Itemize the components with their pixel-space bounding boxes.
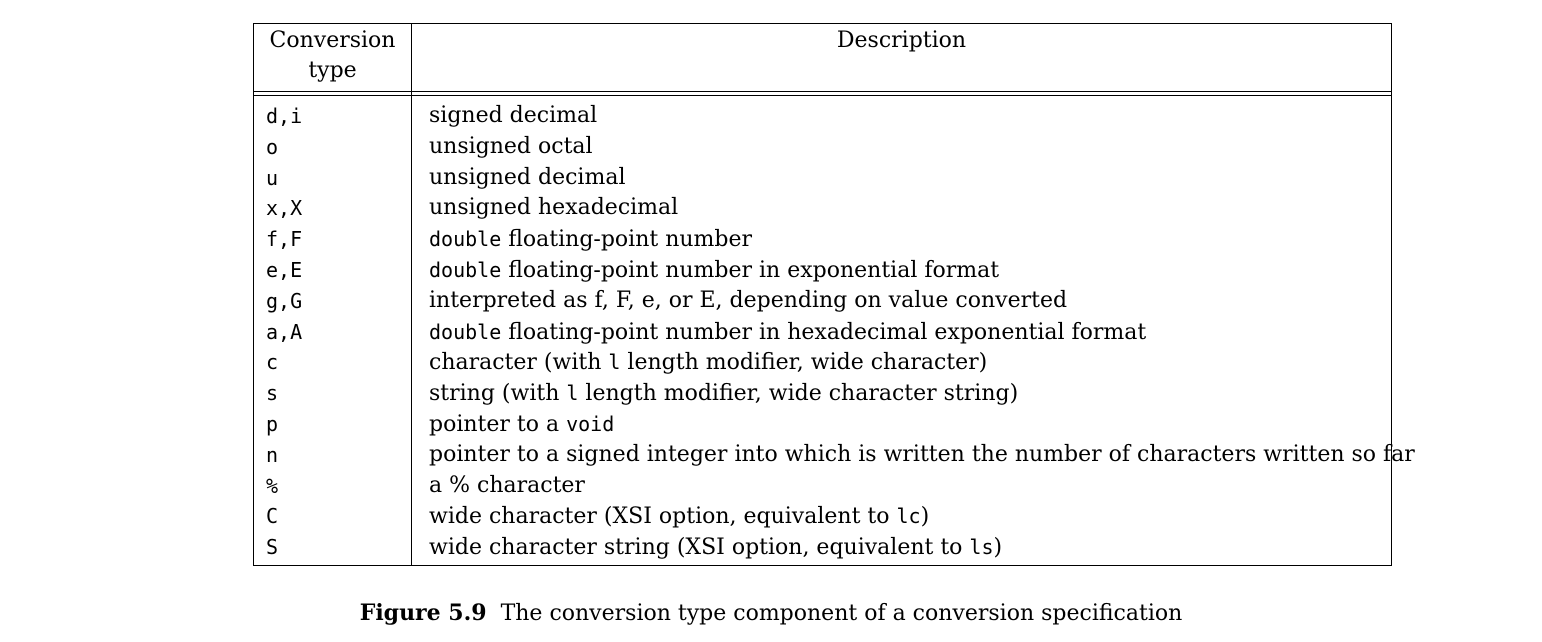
description-code-fragment: ls: [969, 535, 994, 560]
description-code-fragment: double: [429, 257, 502, 282]
conversion-code: p: [266, 411, 279, 436]
conversion-code: C: [266, 504, 279, 529]
conversion-description: a % character: [429, 471, 585, 501]
header-conversion-type-line2: type: [308, 58, 357, 83]
description-text-fragment: pointer to a signed integer into which i…: [429, 441, 1415, 467]
conversion-type-table: Conversion type Description d,i signed de…: [253, 23, 1415, 566]
description-code-fragment: l: [608, 350, 621, 375]
table-row: c character (with l length modifier, wide…: [254, 347, 1391, 378]
header-conversion-type-line1: Conversion: [269, 28, 396, 53]
description-text-fragment: a % character: [429, 472, 585, 498]
conversion-code: d,i: [266, 104, 303, 128]
description-text-fragment: signed decimal: [429, 103, 598, 128]
table-row: d,i signed decimal: [254, 101, 1391, 132]
table-row: x,X unsigned hexadecimal: [254, 193, 1391, 224]
header-rule-bottom: [254, 95, 1391, 96]
table-row: s string (with l length modifier, wide ch…: [254, 378, 1391, 409]
conversion-code: %: [266, 473, 279, 498]
table-row: n pointer to a signed integer into which …: [254, 440, 1415, 471]
table-row: p pointer to a void: [254, 409, 1391, 440]
table-row: f,F double floating-point number: [254, 224, 1391, 255]
conversion-code: n: [266, 442, 279, 467]
description-code-fragment: void: [566, 411, 615, 436]
conversion-description: signed decimal: [429, 101, 597, 131]
header-description: Description: [836, 28, 967, 53]
figure-label: Figure 5.9: [359, 600, 487, 626]
table-row: a,A double floating-point number in hexad…: [254, 317, 1391, 348]
conversion-description: wide character string (XSI option, equiv…: [429, 532, 1002, 563]
conversion-code: a,A: [266, 319, 303, 344]
conversion-code: c: [266, 350, 279, 375]
description-text-fragment: unsigned octal: [429, 133, 593, 159]
conversion-code: s: [266, 381, 279, 406]
conversion-description: character (with l length modifier, wide …: [429, 347, 987, 378]
table-row: g,G interpreted as f, F, e, or E, dependi…: [254, 286, 1391, 317]
conversion-description: pointer to a void: [429, 409, 614, 440]
column-divider: [411, 24, 412, 565]
description-text-fragment: length modifier, wide character): [620, 350, 988, 376]
description-text-fragment: floating-point number in exponential for…: [501, 257, 1000, 283]
description-text-fragment: floating-point number: [501, 227, 753, 253]
conversion-code: o: [266, 134, 279, 159]
conversion-description: unsigned decimal: [429, 163, 626, 193]
table-row: o unsigned octal: [254, 132, 1391, 163]
header-rule-top: [254, 91, 1391, 92]
conversion-description: pointer to a signed integer into which i…: [429, 440, 1415, 470]
description-code-fragment: l: [566, 381, 579, 406]
description-text-fragment: unsigned decimal: [429, 164, 626, 190]
description-text-fragment: wide character string (XSI option, equiv…: [429, 535, 970, 561]
description-text-fragment: floating-point number in hexadecimal exp…: [501, 319, 1147, 345]
conversion-code: g,G: [266, 288, 303, 313]
description-code-fragment: double: [429, 227, 502, 252]
description-text-fragment: character (with: [429, 350, 609, 376]
conversion-description: string (with l length modifier, wide cha…: [429, 378, 1018, 409]
description-text-fragment: wide character (XSI option, equivalent t…: [429, 504, 897, 530]
table-row: % a % character: [254, 471, 1391, 502]
conversion-description: double floating-point number in hexadeci…: [429, 317, 1146, 348]
description-code-fragment: lc: [896, 504, 921, 529]
description-text-fragment: pointer to a: [429, 411, 567, 437]
description-text-fragment: interpreted as f, F, e, or E, depending …: [429, 287, 1068, 313]
conversion-code: f,F: [266, 227, 303, 252]
description-text-fragment: unsigned hexadecimal: [429, 195, 679, 221]
table-body: d,i signed decimal o unsigned octal u unsigne…: [254, 101, 1415, 563]
conversion-description: wide character (XSI option, equivalent t…: [429, 501, 929, 532]
description-text-fragment: string (with: [429, 381, 567, 407]
figure-caption-text: The conversion type component of a conve…: [500, 601, 1183, 626]
description-text-fragment: length modifier, wide character string): [578, 381, 1019, 407]
conversion-description: unsigned hexadecimal: [429, 193, 678, 223]
conversion-description: unsigned octal: [429, 132, 593, 162]
conversion-description: double floating-point number: [429, 224, 752, 255]
conversion-code: S: [266, 535, 279, 560]
conversion-code: e,E: [266, 257, 303, 282]
description-text-fragment: ): [920, 504, 930, 530]
figure-caption: Figure 5.9 The conversion type component …: [0, 598, 1542, 629]
conversion-code: u: [266, 165, 279, 190]
table-row: e,E double floating-point number in expon…: [254, 255, 1391, 286]
conversion-description: double floating-point number in exponent…: [429, 255, 999, 286]
description-code-fragment: double: [429, 319, 502, 344]
description-text-fragment: ): [993, 535, 1003, 561]
conversion-description: interpreted as f, F, e, or E, depending …: [429, 286, 1067, 316]
conversion-code: x,X: [266, 196, 303, 221]
table-row: u unsigned decimal: [254, 163, 1391, 194]
header-conversion-type: Conversion type: [254, 26, 411, 86]
